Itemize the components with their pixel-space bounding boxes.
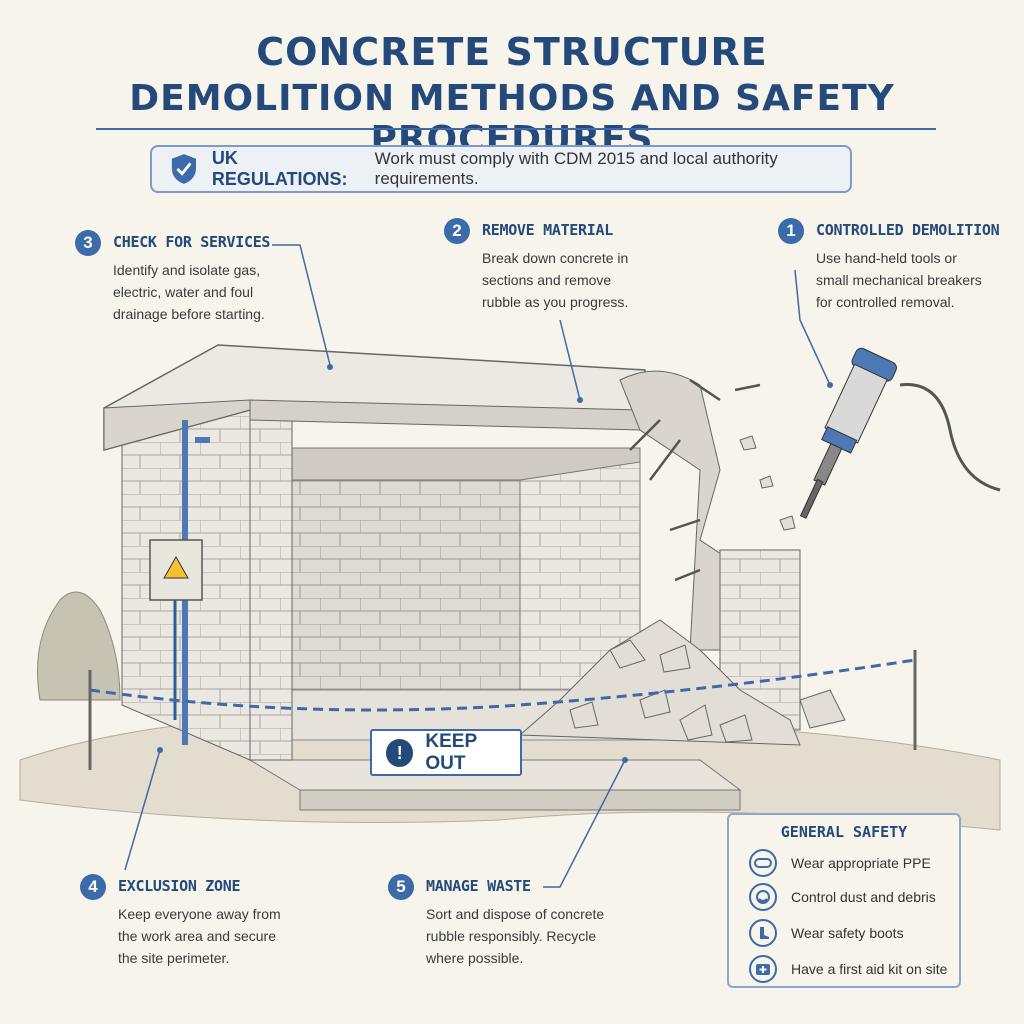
shield-check-icon	[171, 154, 197, 184]
safety-item-first-aid: Have a first aid kit on site	[749, 955, 947, 983]
step-title: CONTROLLED DEMOLITION	[816, 221, 1000, 239]
hose	[899, 383, 1001, 492]
step-number: 4	[80, 874, 106, 900]
warning-icon	[163, 555, 189, 579]
step-3-check-for-services: 3 CHECK FOR SERVICES Identify and isolat…	[75, 230, 315, 330]
tape-posts	[88, 650, 917, 770]
regulations-text: Work must comply with CDM 2015 and local…	[374, 149, 778, 188]
step-title: EXCLUSION ZONE	[118, 877, 241, 895]
dust-mask-icon	[749, 883, 777, 911]
leader-lines	[124, 244, 831, 888]
exclamation-icon: !	[386, 738, 414, 767]
step-title: CHECK FOR SERVICES	[113, 233, 271, 251]
step-number: 5	[388, 874, 414, 900]
regulations-banner: UK REGULATIONS: Work must comply with CD…	[150, 145, 852, 193]
first-aid-icon	[749, 955, 777, 983]
step-2-remove-material: 2 REMOVE MATERIAL Break down concrete in…	[444, 218, 674, 318]
step-4-exclusion-zone: 4 EXCLUSION ZONE Keep everyone away from…	[80, 874, 320, 974]
exposed-rebar	[629, 378, 761, 582]
regulations-label: UK REGULATIONS:	[211, 148, 348, 189]
rubble-pile	[518, 435, 846, 746]
safety-item-boots: Wear safety boots	[749, 919, 904, 947]
page-title-line2: DEMOLITION METHODS AND SAFETY PROCEDURES	[129, 78, 895, 160]
general-safety-title: GENERAL SAFETY	[780, 823, 908, 841]
keep-out-sign: ! KEEP OUT	[370, 729, 522, 776]
step-5-manage-waste: 5 MANAGE WASTE Sort and dispose of concr…	[388, 874, 648, 974]
step-number: 3	[75, 230, 101, 256]
keep-out-text: KEEP OUT	[425, 730, 477, 774]
bush	[37, 591, 121, 701]
step-description: Identify and isolate gas,electric, water…	[113, 262, 265, 322]
step-number: 1	[778, 218, 804, 244]
back-wall	[289, 479, 521, 691]
safety-item-ppe: Wear appropriate PPE	[749, 849, 931, 877]
step-1-controlled-demolition: 1 CONTROLLED DEMOLITION Use hand-held to…	[778, 218, 1018, 318]
title-divider	[96, 128, 936, 130]
exclusion-tape	[89, 658, 916, 712]
boot-icon	[749, 919, 777, 947]
jackhammer	[799, 347, 897, 519]
page-title-line1: CONCRETE STRUCTURE	[256, 30, 768, 74]
step-title: REMOVE MATERIAL	[482, 221, 613, 239]
safety-item-dust: Control dust and debris	[749, 883, 936, 911]
goggles-icon	[749, 849, 777, 877]
step-number: 2	[444, 218, 470, 244]
step-title: MANAGE WASTE	[426, 877, 531, 895]
front-pillar-left	[249, 409, 293, 761]
general-safety-panel: GENERAL SAFETY Wear appropriate PPE Cont…	[727, 813, 961, 988]
